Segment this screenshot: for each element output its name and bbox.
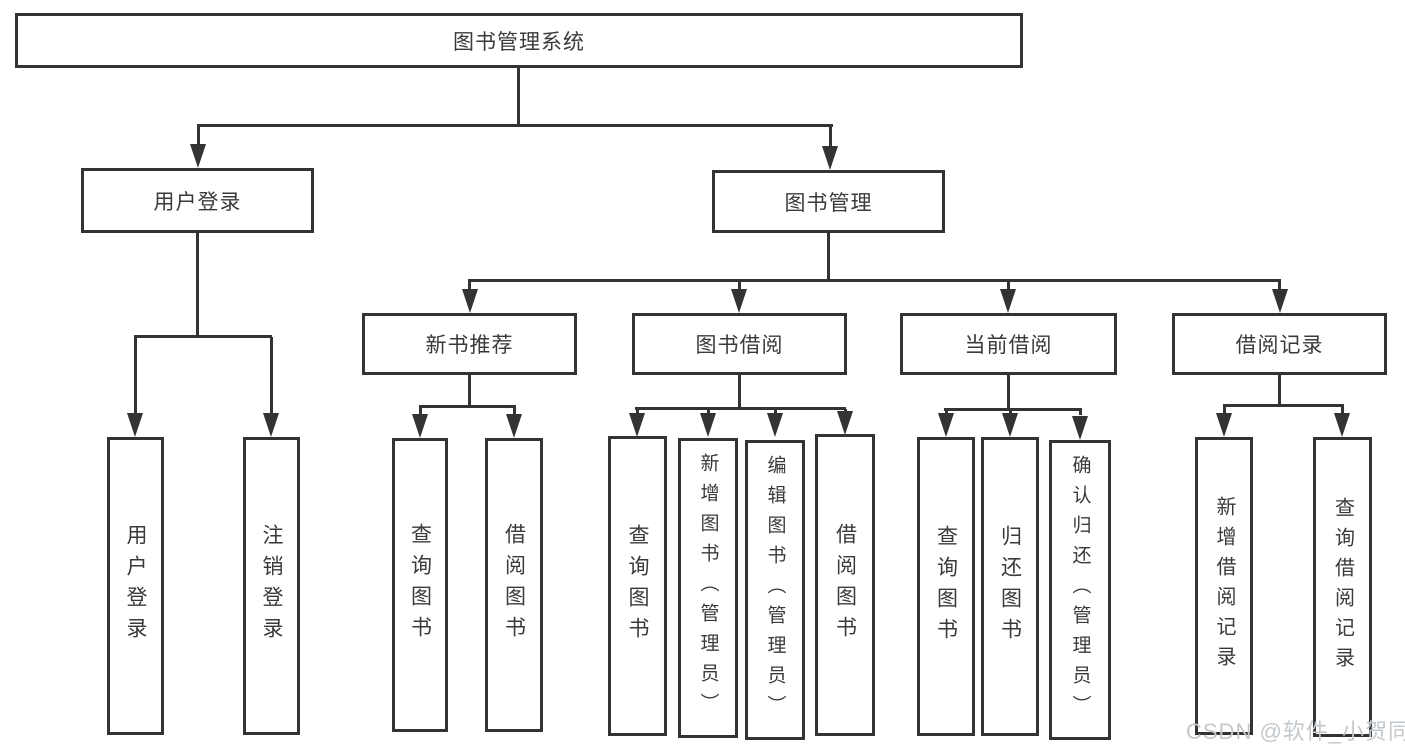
connector-book-mgmt-stem — [827, 233, 830, 281]
connector-user-login-stem — [196, 233, 199, 337]
node-user-login: 用户登录 — [81, 168, 314, 233]
leaf-edit-books-admin: 编辑图书（管理员） — [745, 440, 805, 740]
leaf-add-books-admin: 新增图书（管理员） — [678, 438, 738, 738]
arrowhead-cb-confirm — [1072, 416, 1088, 440]
node-label: 图书借阅 — [695, 334, 784, 357]
connector-drop-br-query — [1341, 406, 1344, 414]
leaf-label: 新增图书（管理员） — [697, 453, 719, 723]
leaf-label: 确认归还（管理员） — [1069, 455, 1091, 725]
leaf-label: 编辑图书（管理员） — [764, 455, 786, 725]
leaf-label: 查询图书 — [408, 523, 432, 647]
arrowhead-nbr-borrow — [506, 414, 522, 438]
arrowhead-bb-query — [629, 413, 645, 437]
leaf-label: 归还图书 — [998, 524, 1022, 649]
arrowhead-new-book-rec — [462, 289, 478, 313]
leaf-query-books-borrow: 查询图书 — [608, 436, 667, 736]
connector-book-mgmt-bar — [468, 279, 1281, 282]
connector-drop-book-management — [829, 126, 832, 150]
leaf-add-borrow-record: 新增借阅记录 — [1195, 437, 1253, 735]
node-current-borrow: 当前借阅 — [900, 313, 1117, 375]
leaf-label: 注销登录 — [260, 524, 283, 648]
connector-book-borrow-bar — [635, 407, 846, 410]
node-label: 借阅记录 — [1235, 334, 1324, 357]
connector-root-stem — [517, 66, 520, 126]
connector-drop-book-borrow — [738, 281, 741, 291]
connector-drop-cb-return — [1009, 410, 1012, 415]
leaf-confirm-return-admin: 确认归还（管理员） — [1049, 440, 1111, 740]
leaf-query-books-current: 查询图书 — [917, 437, 975, 736]
node-label: 图书管理系统 — [453, 30, 585, 54]
arrowhead-bb-borrow — [837, 411, 853, 435]
connector-drop-current-borrow — [1007, 281, 1010, 291]
connector-new-book-rec-bar — [419, 405, 516, 408]
leaf-return-books: 归还图书 — [981, 437, 1039, 736]
leaf-borrow-books-borrow: 借阅图书 — [815, 434, 875, 736]
arrowhead-book-management — [822, 146, 838, 170]
arrowhead-cb-query — [938, 413, 954, 437]
node-new-book-recommend: 新书推荐 — [362, 313, 577, 375]
leaf-logout-login: 注销登录 — [243, 437, 300, 735]
leaf-user-login: 用户登录 — [107, 437, 164, 735]
arrowhead-borrow-records — [1272, 289, 1288, 313]
arrowhead-bb-add — [700, 413, 716, 437]
connector-drop-leaf-logout — [270, 337, 273, 415]
connector-root-bar — [197, 124, 833, 127]
node-label: 图书管理 — [784, 191, 873, 215]
node-book-management: 图书管理 — [712, 170, 945, 233]
arrowhead-cb-return — [1002, 413, 1018, 437]
connector-drop-nbr-query — [419, 408, 422, 416]
connector-drop-user-login — [197, 126, 200, 148]
node-label: 当前借阅 — [964, 334, 1053, 357]
connector-current-borrow-bar — [944, 408, 1082, 411]
arrowhead-book-borrow — [731, 289, 747, 313]
connector-drop-borrow-records — [1278, 281, 1281, 291]
arrowhead-user-login — [190, 144, 206, 168]
leaf-label: 用户登录 — [124, 524, 147, 648]
arrowhead-nbr-query — [412, 414, 428, 438]
node-label: 新书推荐 — [425, 334, 514, 357]
connector-drop-bb-add — [707, 409, 710, 415]
leaf-label: 新增借阅记录 — [1213, 496, 1235, 676]
leaf-label: 借阅图书 — [502, 523, 526, 647]
leaf-query-borrow-record: 查询借阅记录 — [1313, 437, 1372, 737]
node-book-management-system: 图书管理系统 — [15, 13, 1023, 68]
node-borrow-records: 借阅记录 — [1172, 313, 1387, 375]
connector-drop-new-book-rec — [468, 281, 471, 291]
leaf-query-books-newrec: 查询图书 — [392, 438, 448, 732]
leaf-label: 查询借阅记录 — [1331, 497, 1354, 677]
connector-drop-leaf-user-login — [134, 337, 137, 415]
arrowhead-current-borrow — [1000, 289, 1016, 313]
connector-drop-cb-query — [945, 410, 948, 415]
connector-drop-bb-edit — [774, 409, 777, 415]
arrowhead-bb-edit — [767, 413, 783, 437]
leaf-label: 查询图书 — [934, 524, 958, 649]
connector-drop-br-add — [1223, 406, 1226, 414]
connector-current-borrow-stem — [1007, 375, 1010, 410]
arrowhead-br-query — [1334, 413, 1350, 437]
csdn-watermark: CSDN @软件_小贺同学 — [1186, 719, 1405, 744]
connector-drop-nbr-borrow — [513, 408, 516, 416]
node-book-borrow: 图书借阅 — [632, 313, 847, 375]
connector-borrow-records-bar — [1223, 404, 1344, 407]
arrowhead-br-add — [1216, 413, 1232, 437]
node-label: 用户登录 — [153, 190, 242, 214]
arrowhead-leaf-logout — [263, 413, 279, 437]
connector-borrow-records-stem — [1278, 375, 1281, 406]
leaf-borrow-books-newrec: 借阅图书 — [485, 438, 543, 732]
leaf-label: 查询图书 — [626, 524, 649, 648]
connector-drop-bb-query — [636, 409, 639, 415]
leaf-label: 借阅图书 — [833, 523, 857, 647]
connector-user-login-bar — [134, 335, 272, 338]
connector-drop-cb-confirm — [1079, 410, 1082, 415]
connector-book-borrow-stem — [738, 375, 741, 409]
arrowhead-leaf-user-login — [127, 413, 143, 437]
connector-new-book-rec-stem — [468, 375, 471, 407]
